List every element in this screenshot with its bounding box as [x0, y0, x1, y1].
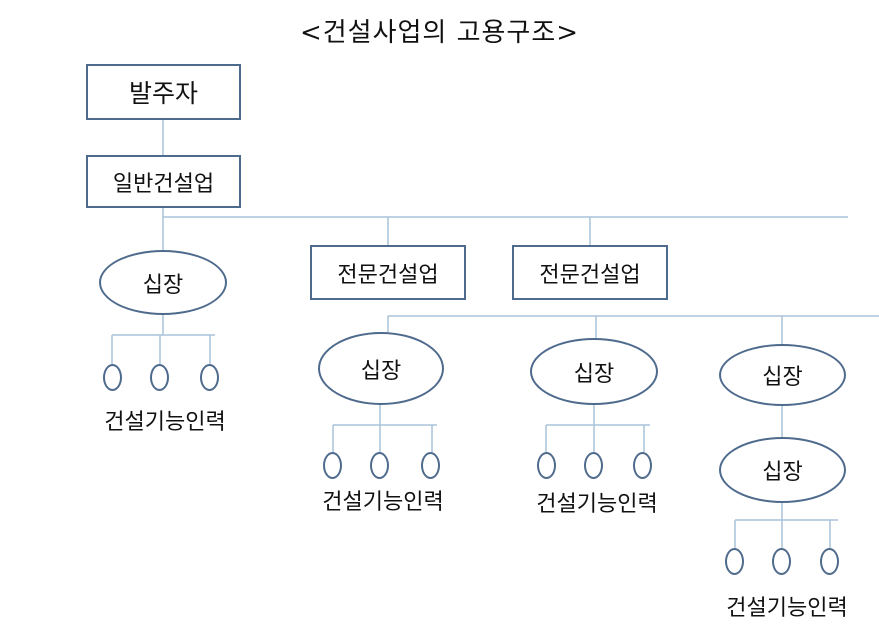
foreman-5-oval: 십장	[719, 437, 846, 503]
worker-3c	[633, 452, 652, 479]
worker-2a	[323, 452, 342, 479]
worker-3b	[584, 452, 603, 479]
worker-2c	[421, 452, 440, 479]
general-contractor-box: 일반건설업	[86, 155, 241, 208]
worker-3a	[537, 452, 556, 479]
foreman-4-oval: 십장	[719, 344, 846, 406]
worker-5c	[820, 548, 839, 575]
specialty-contractor-box-2: 전문건설업	[512, 245, 668, 300]
specialty-contractor-box-1: 전문건설업	[310, 245, 466, 300]
worker-5b	[772, 548, 791, 575]
foreman-2-oval: 십장	[318, 332, 444, 405]
foreman-3-oval: 십장	[530, 338, 658, 405]
diagram-title: <건설사업의 고용구조>	[299, 18, 580, 48]
workers-label-5: 건설기능인력	[726, 596, 848, 621]
worker-1a	[103, 364, 122, 391]
workers-label-2: 건설기능인력	[322, 490, 444, 515]
workers-label-1: 건설기능인력	[104, 410, 226, 435]
owner-box: 발주자	[86, 64, 241, 120]
foreman-1-oval: 십장	[99, 250, 227, 315]
worker-1b	[150, 364, 169, 391]
workers-label-3: 건설기능인력	[536, 492, 658, 517]
worker-5a	[725, 548, 744, 575]
worker-2b	[370, 452, 389, 479]
worker-1c	[200, 364, 219, 391]
